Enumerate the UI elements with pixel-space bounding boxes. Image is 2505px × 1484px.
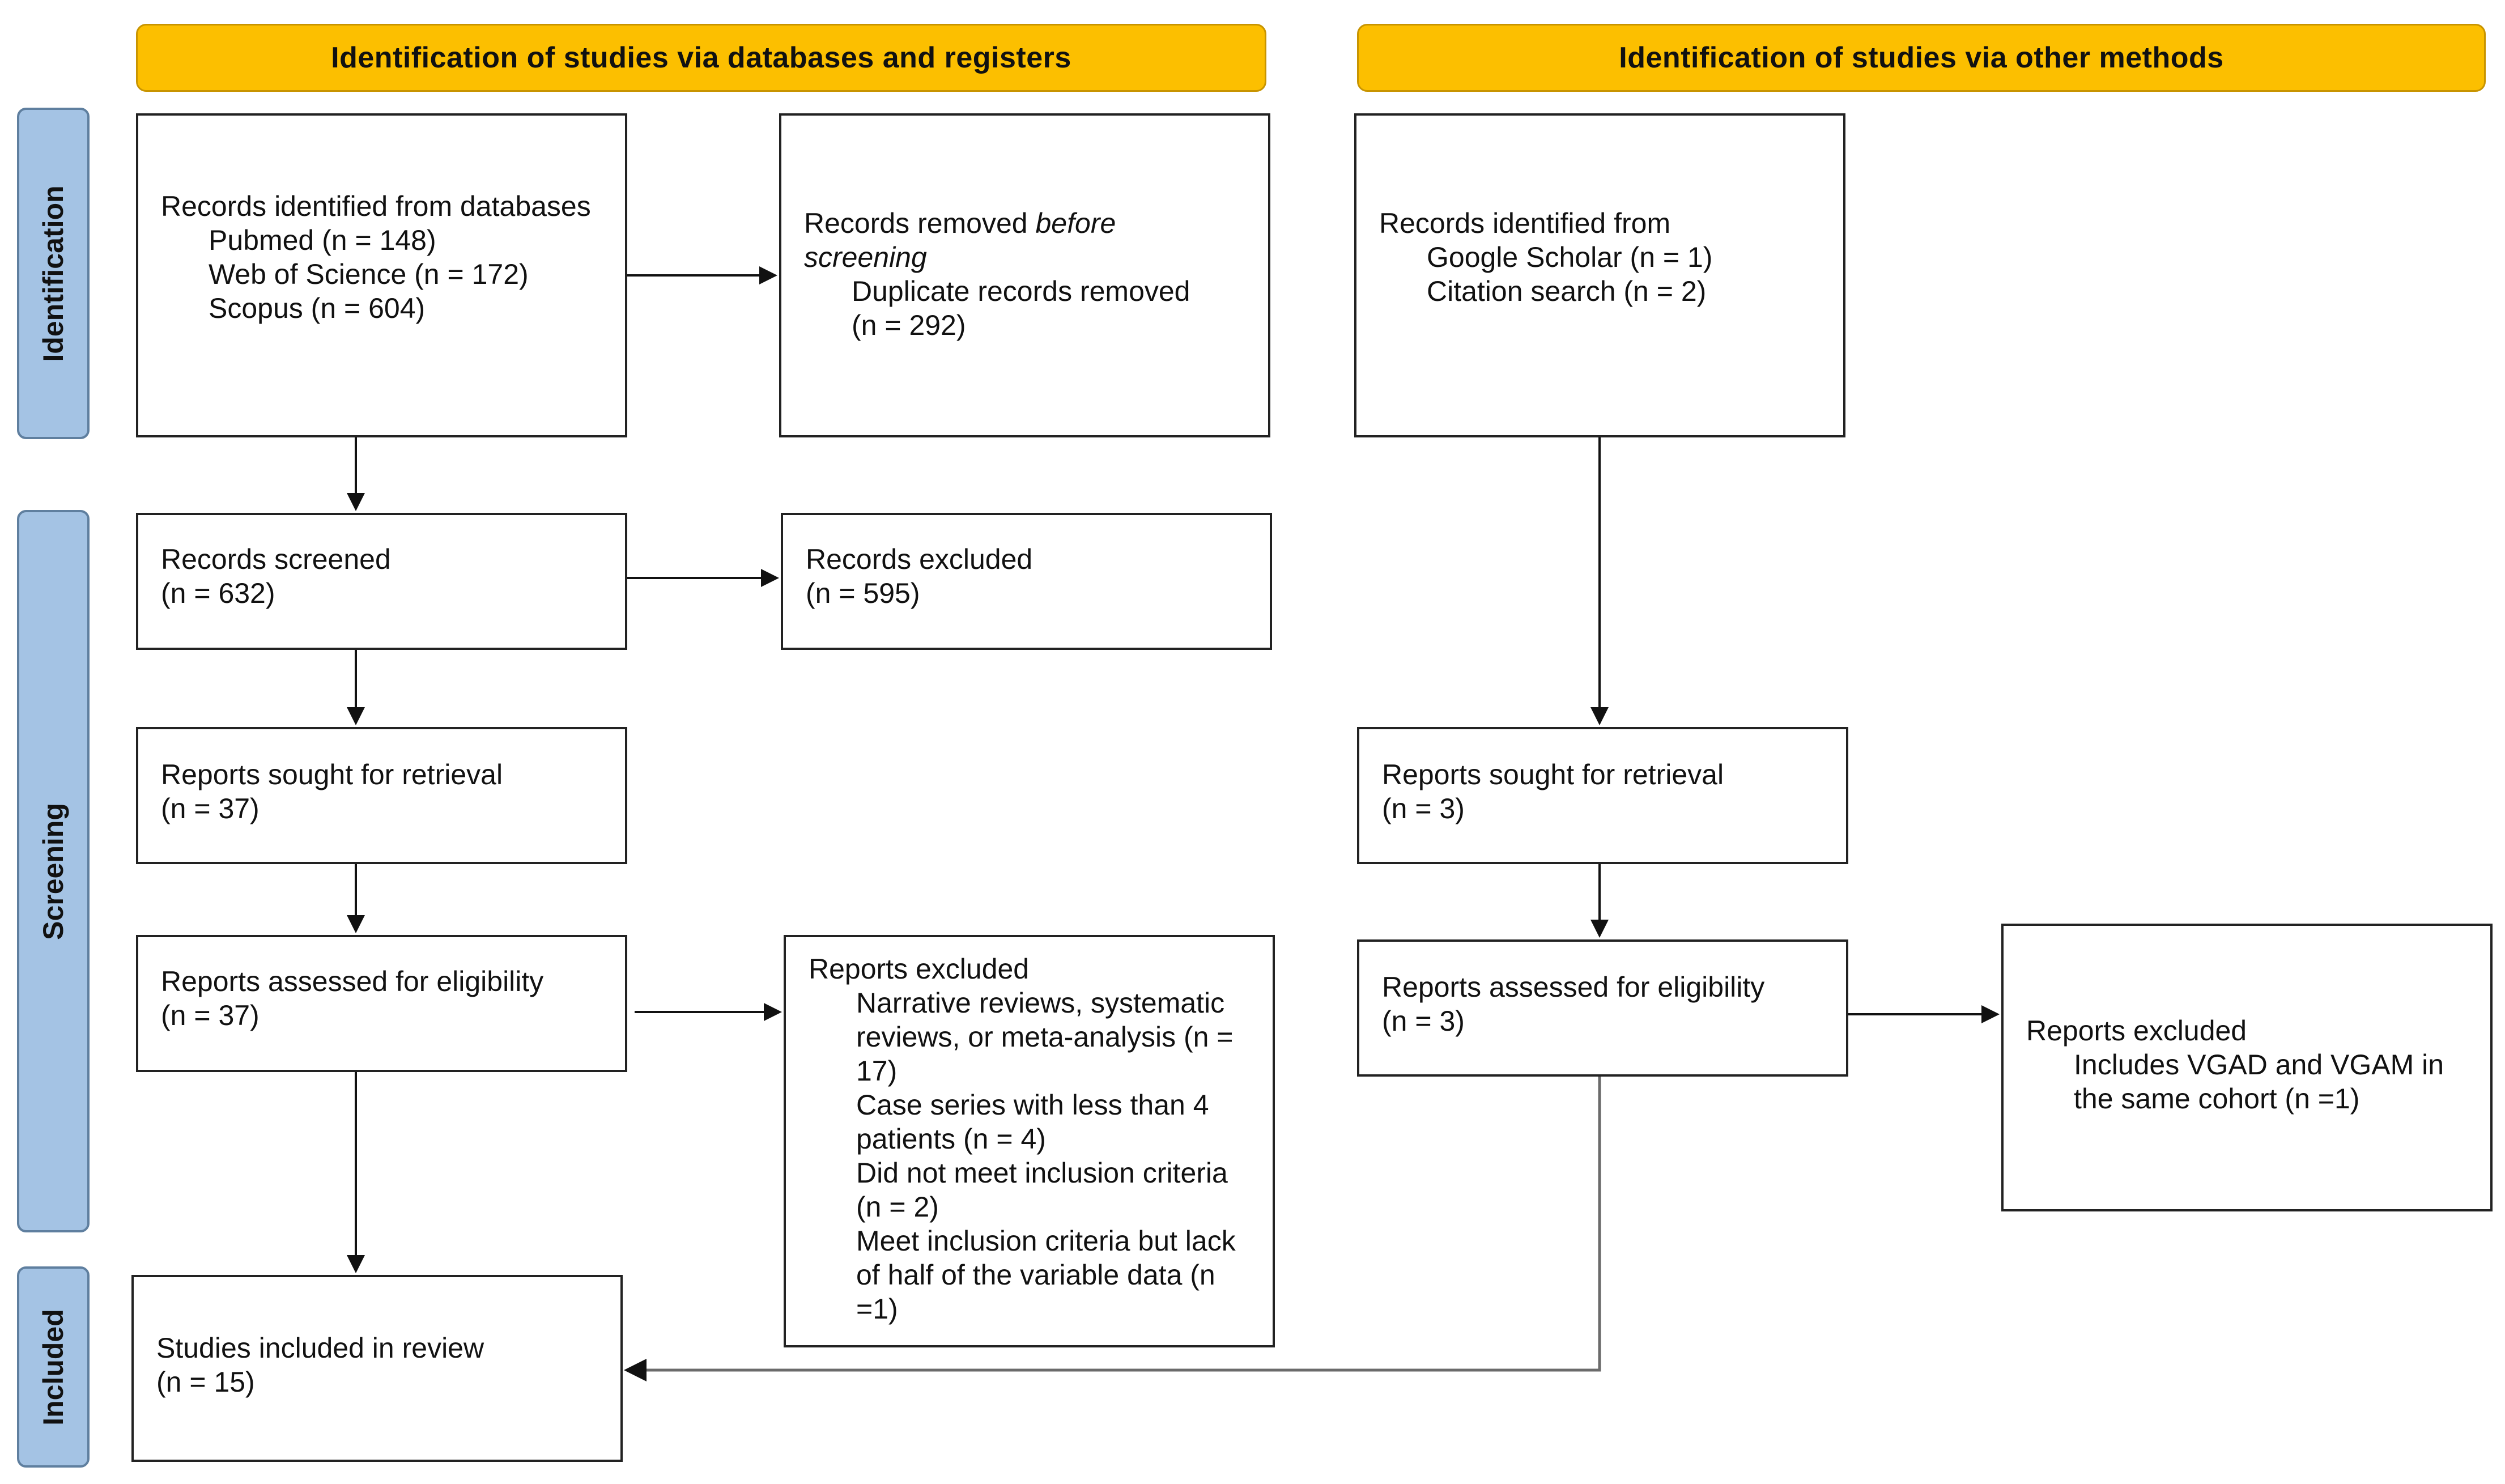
header-other-methods: Identification of studies via other meth…: [1357, 24, 2486, 92]
db-reports-excluded-box: Reports excluded Narrative reviews, syst…: [784, 935, 1275, 1347]
db-excluded-n: (n = 595): [806, 577, 920, 609]
db-pubmed: Pubmed (n = 148): [209, 224, 436, 256]
db-removed-title: Records removed before screening: [804, 206, 1245, 274]
other-records-identified-box: Records identified from Google Scholar (…: [1354, 113, 1845, 437]
db-wos: Web of Science (n = 172): [209, 258, 529, 290]
other-sought-n: (n = 3): [1382, 793, 1465, 824]
other-reports-excluded-box: Reports excluded Includes VGAD and VGAM …: [2001, 924, 2493, 1211]
db-reason-reviews: Narrative reviews, systematic reviews, o…: [856, 987, 1234, 1087]
db-reports-assessed-box: Reports assessed for eligibility (n = 37…: [136, 935, 627, 1072]
db-duplicates-n: (n = 292): [852, 309, 966, 341]
db-sought-n: (n = 37): [161, 793, 260, 824]
other-reason-vgad: Includes VGAD and VGAM in the same cohor…: [2074, 1049, 2444, 1115]
phase-identification: Identification: [17, 108, 90, 439]
other-identified-title: Records identified from: [1379, 207, 1671, 239]
db-reason-case-series: Case series with less than 4 patients (n…: [856, 1089, 1209, 1155]
included-n: (n = 15): [156, 1366, 255, 1398]
other-excluded-title: Reports excluded: [2026, 1015, 2247, 1047]
db-scopus: Scopus (n = 604): [209, 292, 426, 324]
db-screened-title: Records screened: [161, 543, 391, 575]
other-scholar: Google Scholar (n = 1): [1427, 241, 1713, 273]
other-reports-assessed-box: Reports assessed for eligibility (n = 3): [1357, 939, 1848, 1077]
db-screened-n: (n = 632): [161, 577, 275, 609]
db-records-excluded-box: Records excluded (n = 595): [781, 513, 1272, 650]
db-reports-excluded-title: Reports excluded: [809, 953, 1030, 985]
db-records-identified-box: Records identified from databases Pubmed…: [136, 113, 627, 437]
db-reports-sought-box: Reports sought for retrieval (n = 37): [136, 727, 627, 864]
phase-screening: Screening: [17, 510, 90, 1232]
db-assessed-n: (n = 37): [161, 1000, 260, 1031]
studies-included-box: Studies included in review (n = 15): [131, 1275, 623, 1462]
other-reports-sought-box: Reports sought for retrieval (n = 3): [1357, 727, 1848, 864]
db-removed-title-pre: Records removed: [804, 207, 1036, 239]
db-excluded-title: Records excluded: [806, 543, 1033, 575]
db-identified-title: Records identified from databases: [161, 190, 591, 222]
db-assessed-title: Reports assessed for eligibility: [161, 966, 544, 997]
db-reason-missing-data: Meet inclusion criteria but lack of half…: [856, 1225, 1236, 1325]
db-records-screened-box: Records screened (n = 632): [136, 513, 627, 650]
other-assessed-title: Reports assessed for eligibility: [1382, 971, 1765, 1003]
other-sought-title: Reports sought for retrieval: [1382, 759, 1724, 790]
arrow-other-assessed-to-included: [624, 1077, 1601, 1381]
header-other-label: Identification of studies via other meth…: [1619, 41, 2224, 74]
db-records-removed-box: Records removed before screening Duplica…: [779, 113, 1270, 437]
db-reason-criteria: Did not meet inclusion criteria (n = 2): [856, 1157, 1228, 1223]
header-databases: Identification of studies via databases …: [136, 24, 1266, 92]
header-databases-label: Identification of studies via databases …: [331, 41, 1071, 74]
other-assessed-n: (n = 3): [1382, 1005, 1465, 1037]
db-sought-title: Reports sought for retrieval: [161, 759, 503, 790]
other-citation: Citation search (n = 2): [1427, 275, 1707, 307]
phase-included: Included: [17, 1266, 90, 1468]
included-title: Studies included in review: [156, 1332, 484, 1364]
db-duplicates: Duplicate records removed: [852, 275, 1190, 307]
db-removed-title-italic: before screening: [804, 207, 1116, 273]
